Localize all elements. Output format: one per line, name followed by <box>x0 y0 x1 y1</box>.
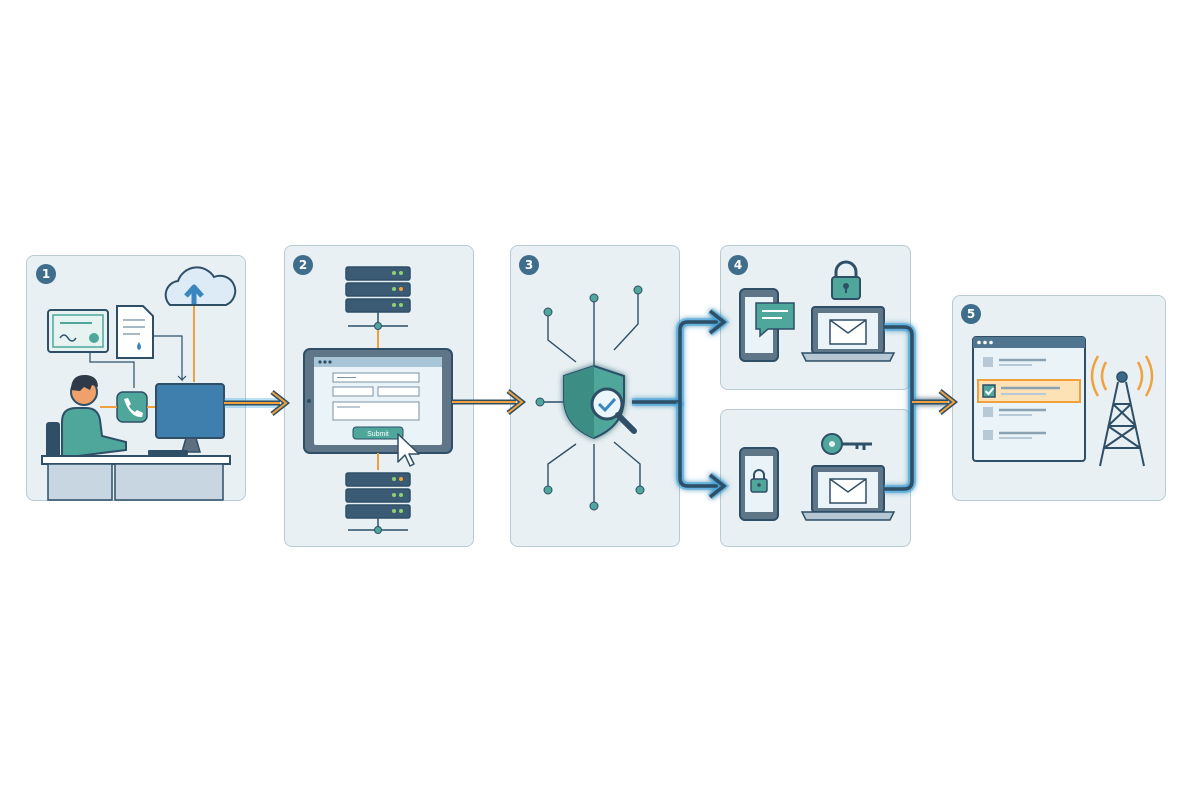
checkbox-icon[interactable] <box>982 384 996 398</box>
step-number-badge: 3 <box>519 255 539 275</box>
circuit-node-dots <box>535 285 645 511</box>
smartphone-chat-icon <box>739 288 795 362</box>
signal-tower-icon <box>1090 355 1154 467</box>
cursor-icon <box>397 433 420 467</box>
merge-arrows-4-5 <box>884 323 948 493</box>
monitor-icon <box>148 383 225 455</box>
branch-arrows-3-4 <box>632 308 730 500</box>
laptop-mail-icon <box>800 306 896 362</box>
person-at-desk <box>41 374 231 501</box>
document-icon <box>116 305 154 359</box>
step-number-badge: 4 <box>728 255 748 275</box>
flow-arrow-2-3 <box>452 389 527 415</box>
key-icon <box>821 433 872 455</box>
document-link-line <box>152 335 187 382</box>
submit-button[interactable]: Submit <box>352 426 404 440</box>
flow-arrow-4-5 <box>912 389 959 415</box>
step-number-badge: 1 <box>36 264 56 284</box>
phone-icon <box>116 391 148 423</box>
padlock-icon <box>831 260 861 300</box>
certificate-link-line <box>89 352 135 388</box>
smartphone-lock-icon <box>739 447 779 521</box>
step-number-badge: 5 <box>961 304 981 324</box>
magnifier-icon <box>590 387 637 434</box>
tablet-form-icon <box>303 348 453 454</box>
step-number-badge: 2 <box>293 255 313 275</box>
server-icon <box>345 266 411 330</box>
laptop-mail-icon <box>800 465 896 521</box>
cloud-upload-icon <box>164 266 237 306</box>
submit-button-label: Submit <box>367 431 389 438</box>
flow-arrow-1-2 <box>224 390 291 416</box>
highlighted-list-item[interactable] <box>977 379 1081 403</box>
certificate-icon <box>47 309 109 353</box>
server-icon <box>345 472 411 534</box>
